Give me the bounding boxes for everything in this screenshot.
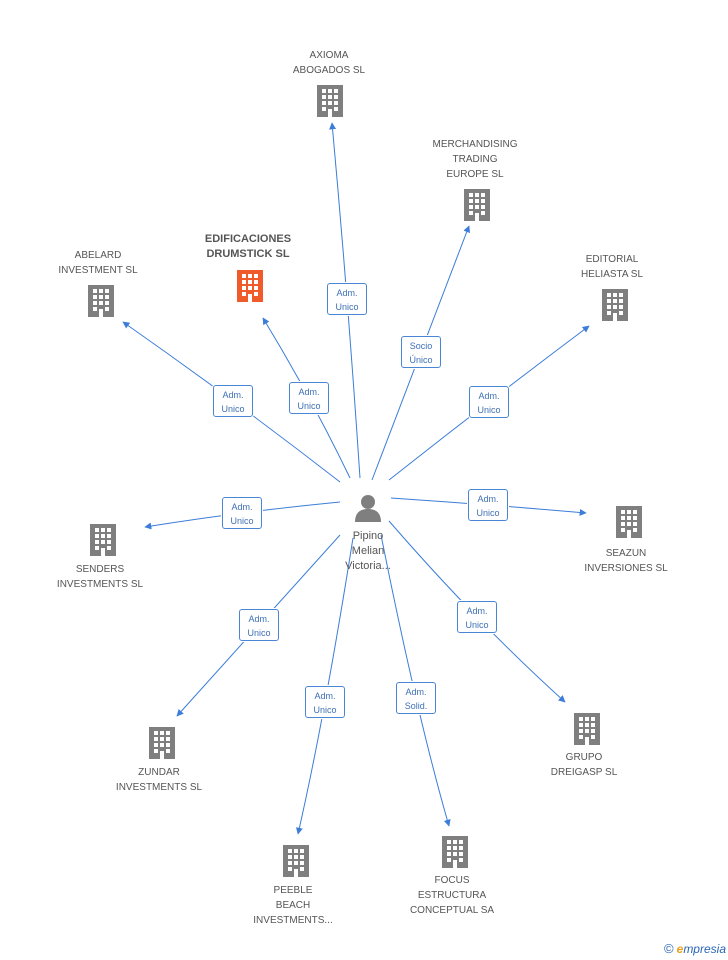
relation-box-peeble[interactable]: Adm. Unico [305, 686, 345, 718]
relation-box-seazun[interactable]: Adm. Unico [468, 489, 508, 521]
company-label-line: SEAZUN [605, 548, 647, 559]
center-name-line-1: Pipino [352, 530, 384, 542]
seazun-building-icon[interactable] [616, 506, 642, 538]
relation-text: Adm. [477, 494, 499, 504]
company-label-line: INVESTMENTS... [253, 915, 333, 926]
center-name-line-3: Victoria... [345, 560, 391, 572]
relation-box-dreigasp[interactable]: Adm. Unico [457, 601, 497, 633]
relation-text: Unico [465, 620, 489, 630]
company-label-line: INVESTMENTS SL [56, 579, 144, 590]
dreigasp-building-icon[interactable] [574, 713, 600, 745]
company-label-line: INVESTMENTS SL [115, 782, 203, 793]
company-label-line: ABELARD [74, 250, 122, 261]
relation-box-focus[interactable]: Adm. Solid. [396, 682, 436, 714]
relation-text: Adm. [248, 614, 270, 624]
company-label-line: DREIGASP SL [550, 767, 618, 778]
company-label-line: EUROPE SL [446, 169, 504, 180]
company-label-line: GRUPO [565, 752, 603, 763]
relation-text: Adm. [478, 391, 500, 401]
company-label-line: CONCEPTUAL SA [409, 905, 495, 916]
company-label-editorial[interactable]: EDITORIAL HELIASTA SL [581, 252, 643, 282]
company-label-dreigasp[interactable]: GRUPO DREIGASP SL [551, 750, 618, 780]
relation-text: Solid. [404, 701, 428, 711]
peeble-building-icon[interactable] [283, 845, 309, 877]
company-label-line: AXIOMA [309, 50, 349, 61]
zundar-building-icon[interactable] [149, 727, 175, 759]
relation-text: Unico [247, 628, 271, 638]
relation-text: Adm. [231, 502, 253, 512]
company-label-line: MERCHANDISING [432, 139, 518, 150]
relation-text: Único [409, 355, 433, 365]
company-label-peeble[interactable]: PEEBLE BEACH INVESTMENTS... [253, 883, 332, 928]
company-label-seazun[interactable]: SEAZUN INVERSIONES SL [584, 546, 667, 576]
person-icon[interactable] [355, 495, 381, 522]
company-label-line: INVERSIONES SL [584, 563, 668, 574]
center-name-line-2: Melian [351, 545, 385, 557]
company-label-line: FOCUS [434, 875, 470, 886]
relation-text: Unico [477, 405, 501, 415]
company-label-line: SENDERS [75, 564, 125, 575]
focus-building-icon[interactable] [442, 836, 468, 868]
brand-initial: e [676, 942, 684, 956]
relation-text: Unico [297, 401, 321, 411]
relation-text: Unico [476, 508, 500, 518]
relation-text: Adm. [466, 606, 488, 616]
company-label-line: EDIFICACIONES [204, 233, 292, 245]
edificaciones-building-icon[interactable] [237, 270, 263, 302]
company-label-senders[interactable]: SENDERS INVESTMENTS SL [57, 562, 143, 592]
brand-name: mpresia [683, 942, 726, 956]
center-person-label[interactable]: Pipino Melian Victoria... [345, 529, 391, 574]
relation-text: Adm. [298, 387, 320, 397]
relation-text: Adm. [405, 687, 427, 697]
company-label-line: PEEBLE [273, 885, 313, 896]
abelard-building-icon[interactable] [88, 285, 114, 317]
company-label-line: BEACH [275, 900, 311, 911]
relation-box-zundar[interactable]: Adm. Unico [239, 609, 279, 641]
relation-text: Adm. [222, 390, 244, 400]
copyright-symbol: © [664, 941, 674, 956]
company-label-line: ESTRUCTURA [417, 890, 487, 901]
relation-box-abelard[interactable]: Adm. Unico [213, 385, 253, 417]
relation-text: Socio [409, 341, 433, 351]
company-label-line: HELIASTA SL [580, 269, 644, 280]
relation-text: Unico [221, 404, 245, 414]
relation-box-editorial[interactable]: Adm. Unico [469, 386, 509, 418]
relation-box-senders[interactable]: Adm. Unico [222, 497, 262, 529]
relation-text: Unico [313, 705, 337, 715]
company-label-line: INVESTMENT SL [58, 265, 138, 276]
axioma-building-icon[interactable] [317, 85, 343, 117]
relation-box-axioma[interactable]: Adm. Unico [327, 283, 367, 315]
relation-text: Unico [335, 302, 359, 312]
company-label-merchandising[interactable]: MERCHANDISING TRADING EUROPE SL [432, 137, 517, 182]
company-label-line: TRADING [452, 154, 498, 165]
company-label-focus[interactable]: FOCUS ESTRUCTURA CONCEPTUAL SA [410, 873, 494, 918]
edge-focus [380, 534, 451, 827]
company-label-line: EDITORIAL [585, 254, 639, 265]
senders-building-icon[interactable] [90, 524, 116, 556]
relation-box-edificaciones[interactable]: Adm. Unico [289, 382, 329, 414]
relation-text: Adm. [314, 691, 336, 701]
company-label-line: ABOGADOS SL [292, 65, 366, 76]
merchandising-building-icon[interactable] [464, 189, 490, 221]
relation-text: Adm. [336, 288, 358, 298]
company-label-axioma[interactable]: AXIOMA ABOGADOS SL [293, 48, 365, 78]
editorial-building-icon[interactable] [602, 289, 628, 321]
company-label-zundar[interactable]: ZUNDAR INVESTMENTS SL [116, 765, 202, 795]
company-label-line: DRUMSTICK SL [206, 248, 290, 260]
company-label-edificaciones[interactable]: EDIFICACIONES DRUMSTICK SL [205, 232, 291, 262]
company-label-line: ZUNDAR [138, 767, 180, 778]
relation-text: Unico [230, 516, 254, 526]
company-label-abelard[interactable]: ABELARD INVESTMENT SL [58, 248, 137, 278]
empresia-logo[interactable]: ©empresia [664, 941, 726, 956]
